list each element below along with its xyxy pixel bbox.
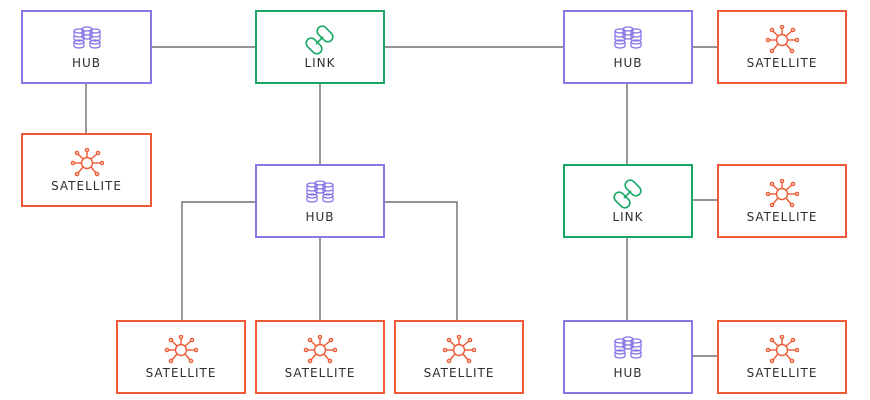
database-stack-icon xyxy=(303,179,337,209)
satellite-label: SATELLITE xyxy=(746,56,818,70)
hub-label: HUB xyxy=(613,366,643,380)
satellite-node-icon xyxy=(164,335,198,365)
satellite-node-icon xyxy=(442,335,476,365)
database-stack-icon xyxy=(611,25,645,55)
chain-link-icon xyxy=(611,179,645,209)
link-label: LINK xyxy=(304,56,336,70)
hub-label: HUB xyxy=(305,210,335,224)
database-stack-icon xyxy=(70,25,104,55)
satellite-node: SATELLITE xyxy=(394,320,524,394)
connector-hub3-satellite4 xyxy=(181,201,255,320)
hub-node: HUB xyxy=(255,164,385,238)
satellite-node-icon xyxy=(70,148,104,178)
satellite-node: SATELLITE xyxy=(717,164,847,238)
satellite-node: SATELLITE xyxy=(717,10,847,84)
satellite-label: SATELLITE xyxy=(51,179,122,193)
hub-node: HUB xyxy=(563,320,693,394)
chain-link-icon xyxy=(303,25,337,55)
connector-hub3-satellite6 xyxy=(385,201,458,320)
satellite-node: SATELLITE xyxy=(21,133,152,207)
satellite-node: SATELLITE xyxy=(255,320,385,394)
satellite-node-icon xyxy=(303,335,337,365)
hub-label: HUB xyxy=(71,56,102,70)
link-node: LINK xyxy=(563,164,693,238)
satellite-node-icon xyxy=(765,25,799,55)
satellite-label: SATELLITE xyxy=(423,366,495,380)
satellite-label: SATELLITE xyxy=(746,210,818,224)
satellite-node-icon xyxy=(765,179,799,209)
link-label: LINK xyxy=(612,210,644,224)
hub-label: HUB xyxy=(613,56,643,70)
satellite-label: SATELLITE xyxy=(746,366,818,380)
satellite-node: SATELLITE xyxy=(116,320,246,394)
hub-node: HUB xyxy=(563,10,693,84)
satellite-node: SATELLITE xyxy=(717,320,847,394)
link-node: LINK xyxy=(255,10,385,84)
satellite-label: SATELLITE xyxy=(145,366,217,380)
satellite-label: SATELLITE xyxy=(284,366,356,380)
satellite-node-icon xyxy=(765,335,799,365)
database-stack-icon xyxy=(611,335,645,365)
hub-node: HUB xyxy=(21,10,152,84)
